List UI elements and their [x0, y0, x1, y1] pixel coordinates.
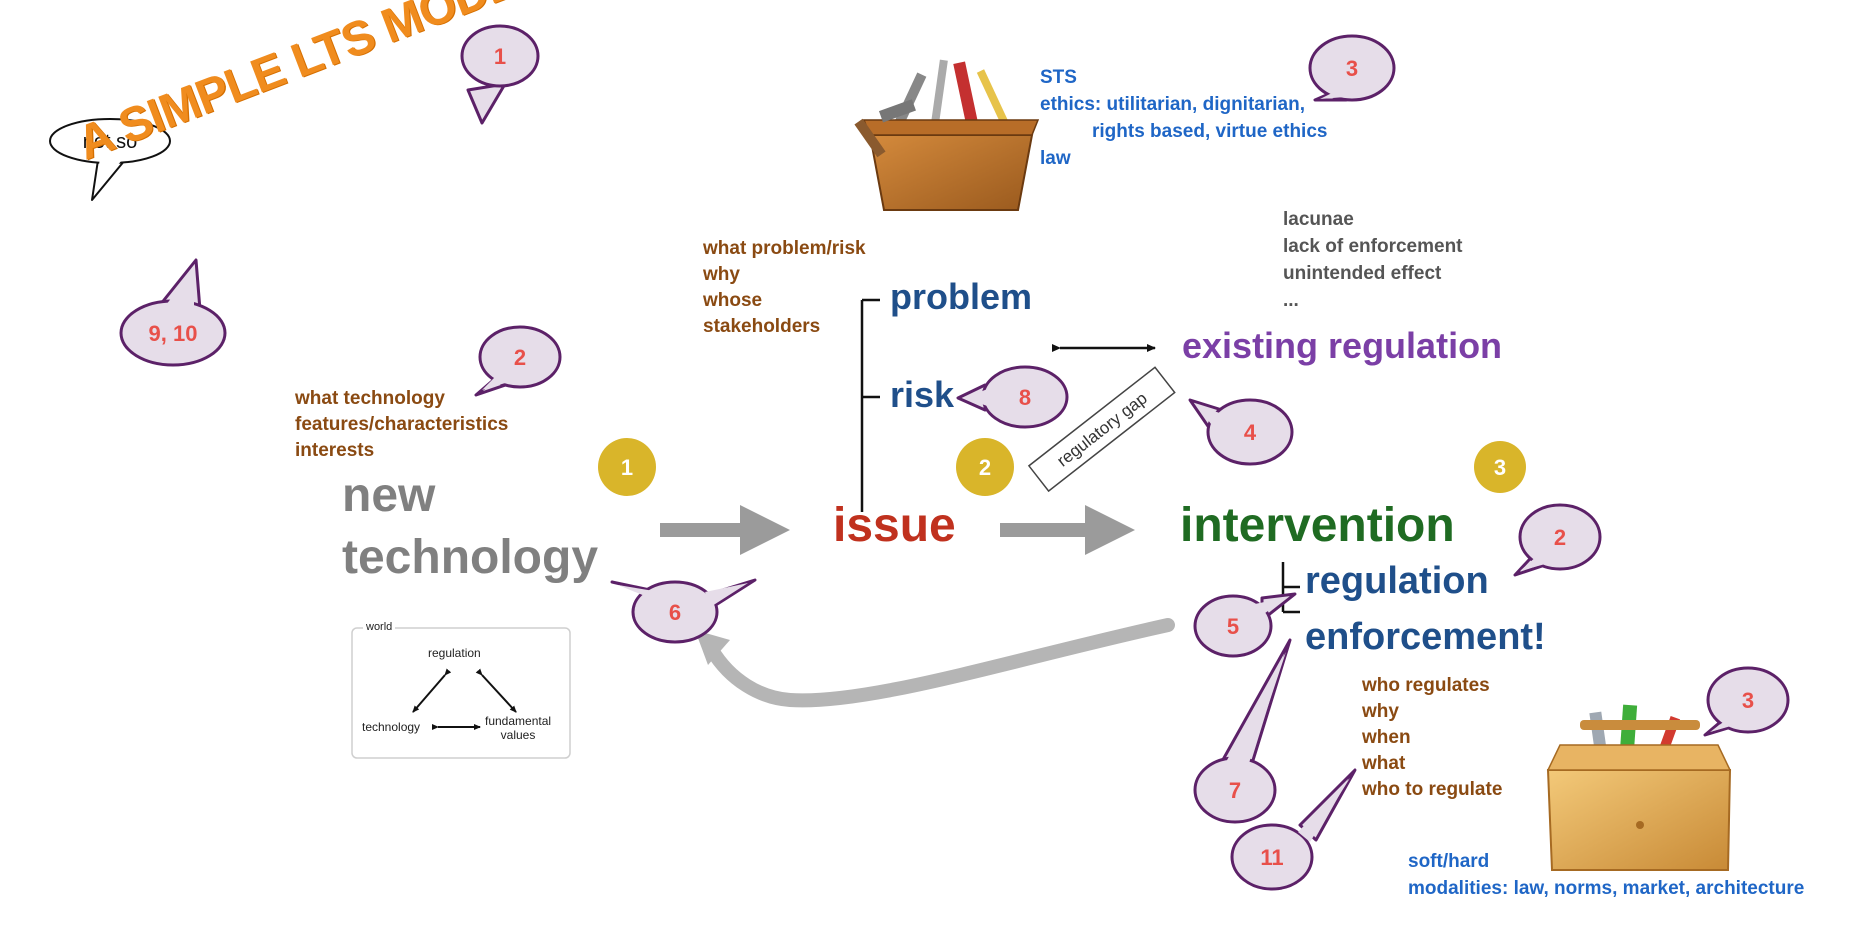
gap-reason: lacunae — [1283, 209, 1354, 230]
svg-text:5: 5 — [1227, 614, 1239, 639]
flow-arrow-issue-to-intervention — [1000, 505, 1135, 555]
callout-toolbox-bottom: 3 — [1703, 666, 1790, 737]
node-intervention: intervention — [1180, 499, 1455, 552]
feedback-arrow — [695, 618, 1175, 708]
intervention-question: when — [1362, 727, 1411, 748]
inset-frame-label: world — [363, 621, 396, 633]
step-circle-3: 3 — [1474, 441, 1526, 493]
svg-text:2: 2 — [979, 455, 991, 480]
node-new-technology-line1: new — [342, 469, 436, 522]
discipline-item: ethics: utilitarian, dignitarian, — [1040, 94, 1305, 115]
callout-feedback: 6 — [610, 578, 757, 644]
intervention-questions: who regulates why when what who to regul… — [1362, 673, 1502, 803]
node-issue: issue — [833, 499, 956, 552]
issue-question: why — [703, 264, 740, 285]
modality-item: soft/hard — [1408, 851, 1490, 872]
technology-question: interests — [295, 440, 375, 461]
flow-arrow-technology-to-issue — [660, 505, 790, 555]
toolbox-top-disciplines: STS ethics: utilitarian, dignitarian, ri… — [1040, 64, 1327, 172]
issue-question: whose — [703, 290, 763, 311]
gap-reason: unintended effect — [1283, 263, 1442, 284]
inset-technology: technology — [362, 720, 421, 734]
node-risk: risk — [890, 374, 955, 415]
issue-question: stakeholders — [703, 316, 821, 337]
gap-reasons: lacunae lack of enforcement unintended e… — [1283, 206, 1463, 314]
intervention-question: why — [1362, 701, 1399, 722]
svg-text:7: 7 — [1229, 778, 1241, 803]
svg-text:3: 3 — [1494, 455, 1506, 480]
node-new-technology-line2: technology — [342, 531, 599, 584]
issue-questions: what problem/risk why whose stakeholders — [703, 236, 866, 340]
not-so-label: not so — [83, 131, 137, 153]
technology-questions: what technology features/characteristics… — [295, 386, 508, 464]
modality-item: modalities: law, norms, market, architec… — [1408, 878, 1805, 899]
inset-values-line2: values — [500, 728, 536, 742]
node-regulation: regulation — [1305, 560, 1489, 602]
callout-gap: 4 — [1188, 398, 1294, 466]
node-problem: problem — [890, 276, 1033, 317]
callout-enforcement: 7 — [1193, 638, 1292, 824]
callout-toolbox-top: 3 — [1308, 34, 1396, 102]
node-new-technology: new technology — [342, 465, 598, 589]
svg-text:1: 1 — [621, 455, 633, 480]
problem-risk-bracket — [860, 298, 880, 512]
callout-regulation: 5 — [1193, 592, 1297, 658]
gap-reason: ... — [1283, 290, 1299, 311]
node-enforcement: enforcement! — [1305, 616, 1546, 658]
svg-text:1: 1 — [494, 44, 506, 69]
inset-regulation: regulation — [428, 646, 481, 660]
step-circle-1: 1 — [598, 438, 656, 496]
technology-question: what technology — [295, 388, 445, 409]
callout-risk: 8 — [956, 365, 1069, 429]
svg-text:6: 6 — [669, 600, 681, 625]
inset-arrows — [412, 668, 517, 730]
callout-questions: 11 — [1230, 768, 1357, 891]
discipline-item: STS — [1040, 67, 1077, 88]
inset-values-line1: fundamental — [485, 714, 552, 728]
svg-text:4: 4 — [1244, 420, 1257, 445]
discipline-item: rights based, virtue ethics — [1092, 121, 1328, 142]
not-so-bubble: not so — [49, 118, 171, 201]
svg-text:8: 8 — [1019, 385, 1031, 410]
svg-text:3: 3 — [1346, 56, 1358, 81]
technology-question: features/characteristics — [295, 414, 509, 435]
svg-text:2: 2 — [514, 345, 526, 370]
callout-not-so: 9, 10 — [119, 258, 227, 367]
intervention-question: what — [1362, 753, 1406, 774]
toolbox-top-image — [854, 59, 1040, 211]
issue-question: what problem/risk — [703, 238, 866, 259]
callout-title: 1 — [460, 24, 540, 125]
svg-text:3: 3 — [1742, 688, 1754, 713]
intervention-question: who regulates — [1362, 675, 1490, 696]
toolbox-bottom-modalities: soft/hard modalities: law, norms, market… — [1408, 848, 1804, 902]
gap-reason: lack of enforcement — [1283, 236, 1463, 257]
svg-text:11: 11 — [1260, 845, 1283, 870]
intervention-question: who to regulate — [1362, 779, 1503, 800]
intervention-bracket — [1281, 562, 1300, 614]
svg-text:2: 2 — [1554, 525, 1566, 550]
svg-text:9, 10: 9, 10 — [149, 321, 198, 346]
toolbox-bottom-image — [1546, 704, 1732, 871]
inset-frame — [351, 627, 571, 759]
callout-technology: 2 — [474, 325, 562, 397]
inset-values: fundamental values — [485, 714, 551, 742]
discipline-item: law — [1040, 148, 1071, 169]
callout-intervention: 2 — [1513, 503, 1602, 577]
node-existing-regulation: existing regulation — [1182, 325, 1503, 366]
step-circle-2: 2 — [956, 438, 1014, 496]
